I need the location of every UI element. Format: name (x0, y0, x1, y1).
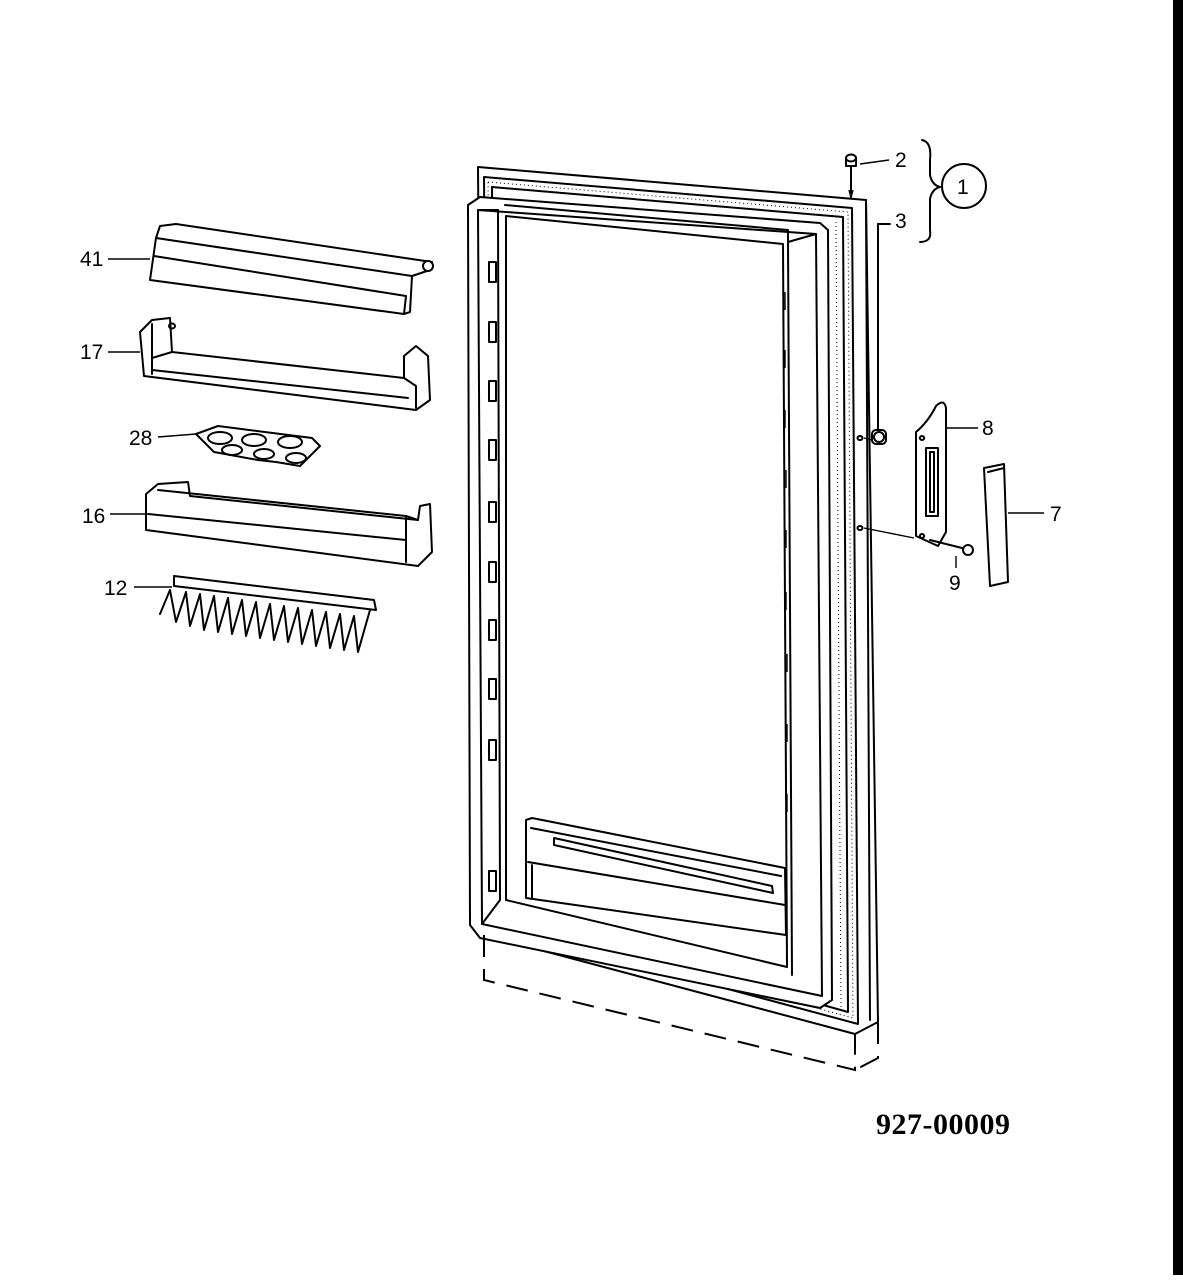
part-8-handle-bracket (863, 401, 978, 547)
label-part-12: 12 (104, 577, 127, 600)
door-edge-line (865, 199, 871, 1021)
part-12-bottle-rack (134, 575, 377, 653)
part-16-door-shelf (110, 481, 433, 567)
label-part-16: 16 (82, 505, 105, 528)
door-bottom-hidden-edge-2 (854, 1022, 879, 1071)
label-part-17: 17 (80, 341, 103, 364)
part-41-top-shelf (108, 223, 434, 315)
part-3-hinge-pivot (871, 223, 891, 445)
page-border-right (1173, 0, 1183, 1275)
label-part-8: 8 (982, 417, 994, 440)
door-bottom-pocket (525, 817, 787, 936)
hinge-hole-upper (856, 435, 864, 441)
label-group-1: 1 (957, 176, 969, 199)
part-9-screw (929, 539, 974, 568)
liner-inner-panel (505, 215, 788, 968)
label-part-28: 28 (129, 427, 152, 450)
left-shelf-slots (488, 261, 497, 892)
gasket-texture (487, 181, 854, 1019)
door-bottom-hidden-edge (483, 935, 856, 1072)
liner-right-wall (787, 241, 793, 976)
part-17-door-shelf (108, 317, 431, 411)
part-2-screw (845, 153, 890, 199)
hinge-hole-lower (856, 525, 864, 531)
right-shelf-slots (784, 292, 788, 812)
group-bracket (919, 139, 941, 243)
liner-rim (477, 209, 823, 997)
liner-top-right (787, 233, 817, 243)
liner-left-wall (481, 209, 501, 925)
liner-top-edge (504, 204, 789, 243)
label-part-3: 3 (895, 210, 907, 233)
group-circle-1 (941, 163, 987, 209)
label-part-2: 2 (895, 149, 907, 172)
label-part-7: 7 (1050, 503, 1062, 526)
door-assembly (467, 166, 879, 1072)
label-part-41: 41 (80, 248, 103, 271)
door-inner-liner (467, 196, 833, 1009)
drawing-code: 927-00009 (876, 1108, 1011, 1141)
part-28-egg-tray (157, 425, 321, 467)
label-part-9: 9 (949, 572, 961, 595)
part-7-handle-cover (983, 463, 1044, 587)
